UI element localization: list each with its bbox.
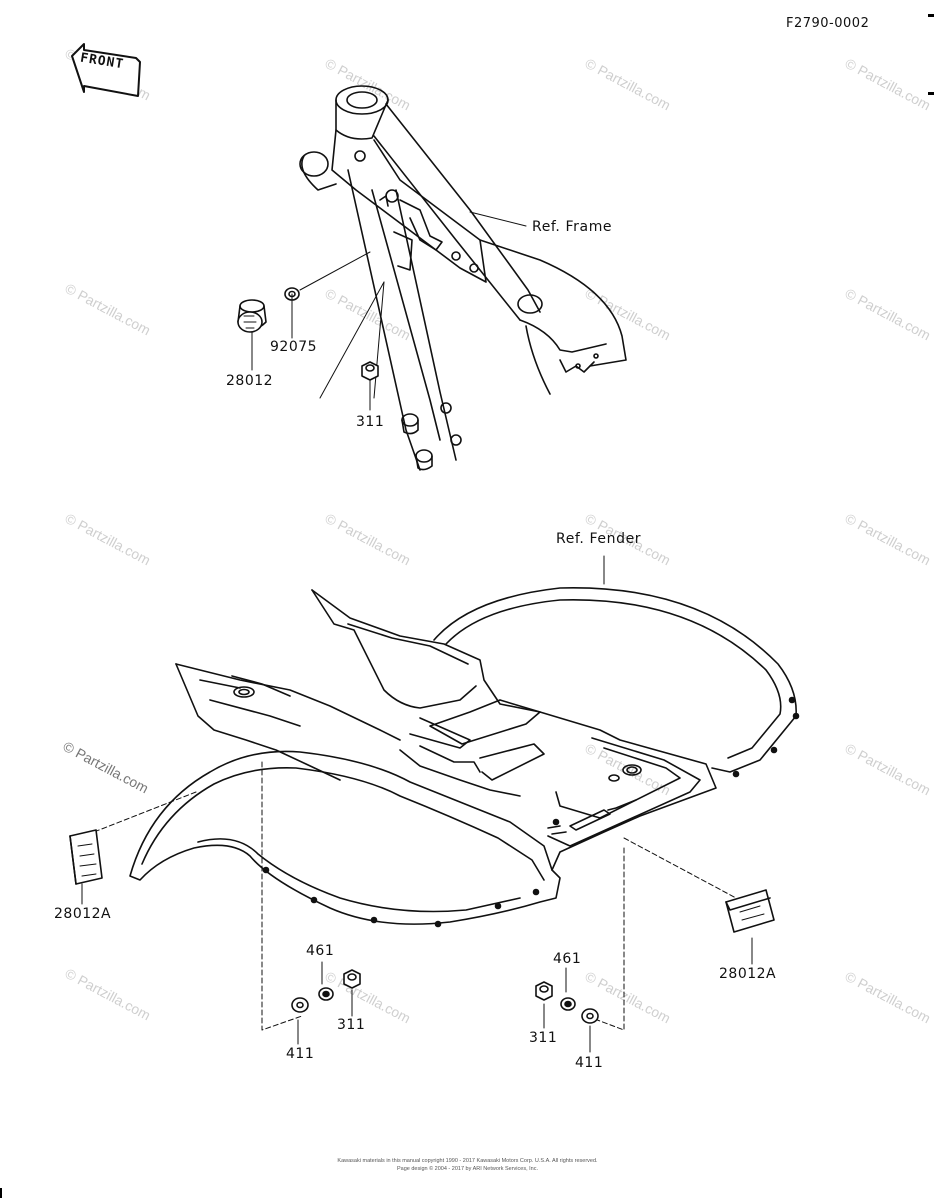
part-label-411-right: 411	[575, 1055, 604, 1071]
copyright-line-1: Kawasaki materials in this manual copyri…	[337, 1158, 598, 1164]
part-label-461-left: 461	[306, 943, 335, 959]
front-badge-outline	[71, 43, 141, 97]
front-badge-label: FRONT	[79, 50, 126, 73]
part-label-28012A-left: 28012A	[54, 906, 112, 922]
ref-frame-label: Ref. Frame	[532, 219, 613, 235]
washer-92075	[284, 287, 300, 301]
part-label-461-right: 461	[553, 951, 582, 967]
ref-fender-label: Ref. Fender	[556, 531, 642, 547]
grommet-28012	[237, 299, 267, 333]
part-label-311-top: 311	[356, 414, 385, 430]
part-label-311-right: 311	[529, 1030, 558, 1046]
nut-311-top	[361, 361, 379, 381]
hardware-left	[291, 969, 361, 1013]
part-label-28012A-right: 28012A	[719, 966, 777, 982]
copyright-line-2: Page design © 2004 - 2017 by ARI Network…	[396, 1166, 538, 1172]
figure-code: F2790-0002	[786, 16, 870, 31]
part-label-311-left: 311	[337, 1017, 366, 1033]
page-edge-mark-bottom	[0, 1188, 2, 1198]
pad-28012A-right	[725, 889, 775, 933]
part-label-92075: 92075	[270, 339, 318, 355]
pad-28012A-left	[69, 829, 103, 885]
fender-drawing	[81, 555, 800, 1053]
part-label-28012: 28012	[226, 373, 274, 389]
page-edge-mark-mid	[928, 92, 934, 95]
frame-drawing	[251, 85, 627, 471]
part-label-411-left: 411	[286, 1046, 315, 1062]
front-badge: FRONT	[70, 44, 140, 84]
page-edge-mark-top	[928, 14, 934, 17]
hardware-right	[535, 981, 599, 1024]
